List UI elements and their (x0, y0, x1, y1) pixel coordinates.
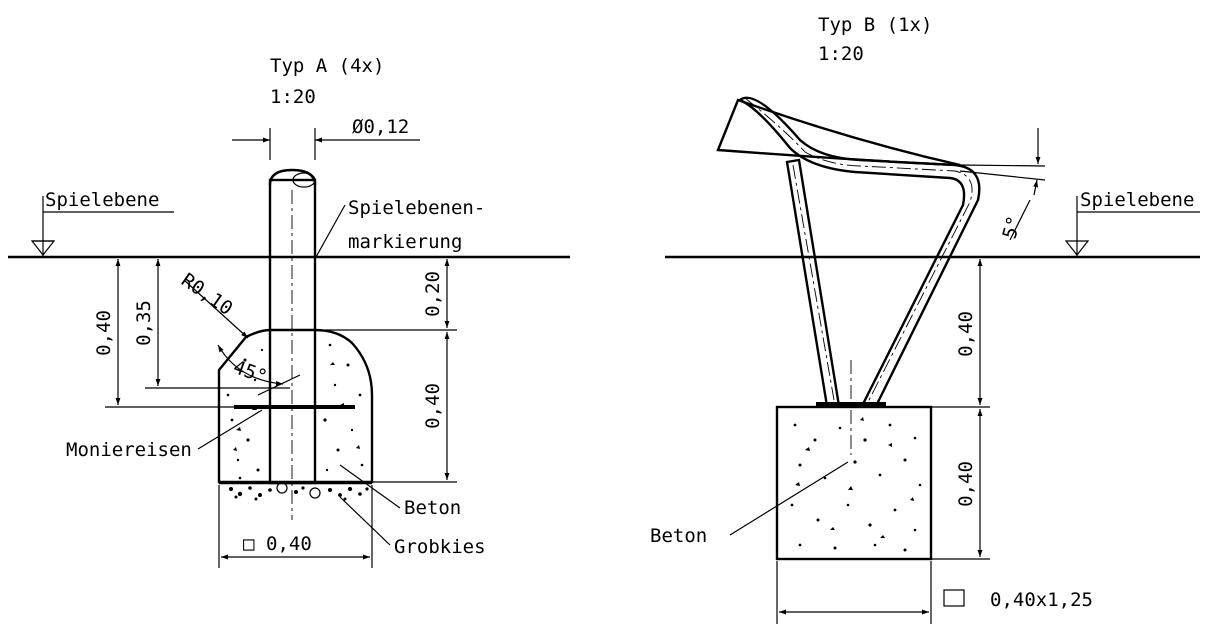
play-level-label-a: Spielebene (45, 189, 159, 211)
concrete-texture-b (790, 417, 922, 552)
depth-dimensions-a: 0,40 0,35 (93, 259, 290, 408)
concrete-leader-b (729, 461, 849, 536)
angle-dimension-b: 5° (959, 128, 1046, 241)
dim-035: 0,35 (133, 300, 155, 346)
type-a-title: Typ A (4x) (270, 55, 384, 77)
type-b-drawing: Typ B (1x) 1:20 Spielebene (650, 14, 1200, 624)
gravel-label: Grobkies (394, 536, 486, 558)
rebar-leader (197, 409, 263, 450)
play-level-label-b: Spielebene (1080, 189, 1194, 211)
dim-040-upper-b: 0,40 (955, 311, 977, 357)
type-b-title: Typ B (1x) (818, 14, 932, 36)
play-level-symbol-a: Spielebene (30, 189, 174, 257)
play-level-symbol-b: Spielebene (1064, 189, 1200, 257)
base-label-a: 0,40 (266, 533, 312, 555)
base-dimension-b: 0,40x1,25 (776, 561, 1093, 624)
dim-040-lower-b: 0,40 (955, 461, 977, 507)
pole-a (268, 178, 317, 485)
concrete-label-a: Beton (404, 497, 461, 519)
diameter-label: Ø0,12 (352, 116, 409, 138)
angle-arc-a (217, 344, 284, 386)
dim-020: 0,20 (422, 271, 444, 317)
foundation-a (217, 328, 374, 484)
rebar-label: Moniereisen (66, 439, 192, 461)
marking-leader (315, 204, 346, 258)
right-dimensions-b: 0,40 0,40 (931, 259, 990, 560)
radius-label: R0,10 (177, 269, 236, 320)
gravel-leader (339, 496, 391, 546)
type-a-drawing: Typ A (4x) 1:20 Spielebene (8, 55, 570, 568)
type-b-scale: 1:20 (818, 43, 864, 65)
type-a-scale: 1:20 (270, 86, 316, 108)
square-symbol-a: □ (243, 533, 255, 555)
concrete-label-b: Beton (650, 525, 707, 547)
dim-040-right: 0,40 (422, 383, 444, 429)
marking-label-line1: Spielebenen- (348, 197, 485, 219)
foundation-b (775, 405, 933, 561)
marking-label-line2: markierung (348, 231, 462, 253)
diameter-dimension: Ø0,12 (232, 116, 420, 160)
angle-label-a: 45° (230, 356, 270, 388)
rear-tube (737, 96, 981, 408)
right-dimensions-a: 0,20 0,40 (325, 259, 457, 483)
base-label-b: 0,40x1,25 (990, 589, 1093, 611)
dim-040-left: 0,40 (93, 310, 115, 356)
gravel-layer (219, 481, 372, 501)
concrete-leader-a (339, 464, 401, 509)
front-leg (785, 158, 841, 408)
square-symbol-b (943, 589, 965, 607)
radius-leader (183, 279, 249, 339)
base-dimension-a: □ 0,40 (218, 485, 373, 568)
